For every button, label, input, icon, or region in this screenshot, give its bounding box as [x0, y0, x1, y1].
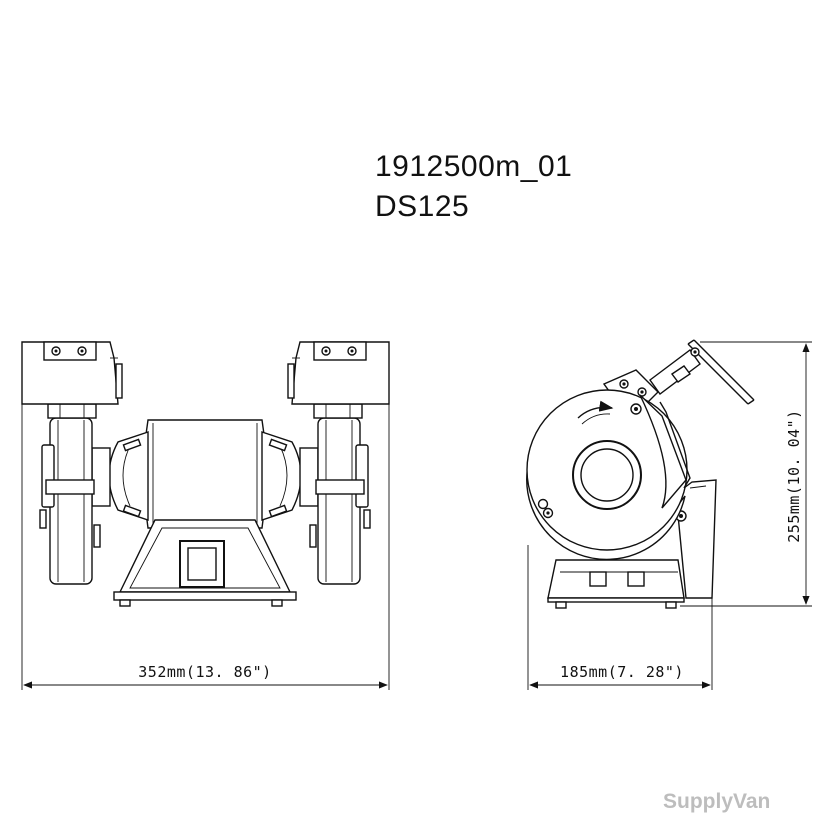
front-view: 352mm(13. 86"): [21, 341, 390, 690]
watermark: SupplyVan: [663, 790, 771, 813]
height-dimension-label: 255mm(10. 04"): [785, 409, 803, 542]
drawing-code: 1912500m_01: [375, 150, 573, 183]
depth-dimension-label: 185mm(7. 28"): [560, 663, 684, 681]
side-view: 185mm(7. 28") 255mm(10. 04"): [526, 339, 812, 690]
model-name: DS125: [375, 190, 470, 223]
width-dimension-label: 352mm(13. 86"): [138, 663, 271, 681]
